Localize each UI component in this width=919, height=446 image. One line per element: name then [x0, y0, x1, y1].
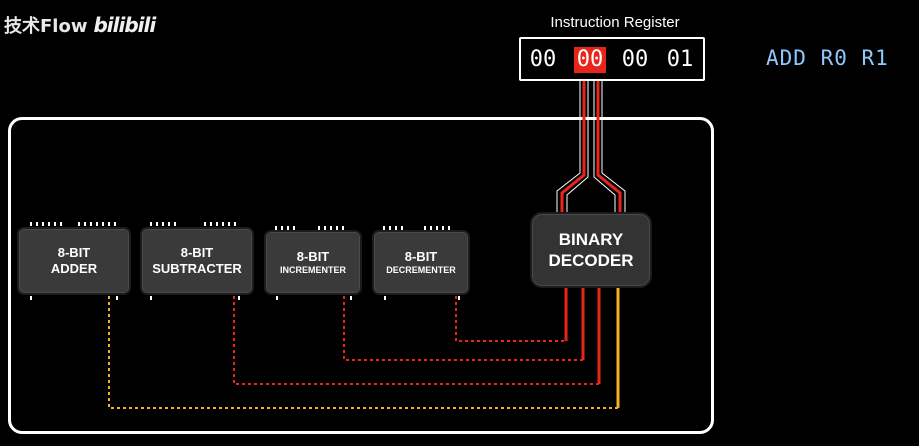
decrementer-label-line1: 8-BIT	[404, 248, 438, 264]
decoder-output-wires	[564, 288, 601, 384]
instruction-register: 00 00 00 01	[519, 37, 705, 81]
ir-byte-1-active: 00	[574, 47, 606, 73]
instruction-register-title: Instruction Register	[550, 14, 680, 31]
adder-select-line	[108, 296, 618, 409]
channel-name: 技术Flow	[4, 16, 88, 37]
incrementer-chip: 8-BIT INCREMENTER	[264, 230, 362, 295]
decrementer-chip: 8-BIT DECREMENTER	[372, 230, 470, 295]
alu-container	[8, 117, 714, 434]
decoder-label-line2: DECODER	[548, 251, 634, 270]
incrementer-select-line	[343, 296, 583, 361]
subtracter-label-line2: SUBTRACTER	[152, 261, 242, 276]
decrementer-label-line2: DECREMENTER	[386, 265, 456, 275]
adder-chip: 8-BIT ADDER	[17, 227, 131, 295]
assembly-instruction: ADD R0 R1	[766, 46, 889, 70]
subtracter-select-line	[233, 296, 599, 385]
incrementer-label-line1: 8-BIT	[296, 248, 330, 264]
subtracter-label-line1: 8-BIT	[180, 244, 214, 260]
channel-watermark: 技术Flow bilibili	[4, 12, 156, 38]
bilibili-logo: bilibili	[93, 13, 156, 37]
chip-pins	[30, 222, 460, 300]
ir-to-decoder-wire-outline	[556, 81, 626, 212]
subtracter-chip: 8-BIT SUBTRACTER	[140, 227, 254, 295]
ir-byte-0: 00	[529, 47, 557, 72]
decoder-label-line1: BINARY	[558, 229, 624, 249]
ir-byte-3: 01	[666, 47, 694, 72]
adder-label-line2: ADDER	[50, 261, 98, 276]
ir-to-decoder-wires	[560, 81, 622, 212]
ir-byte-2: 00	[621, 47, 649, 72]
incrementer-label-line2: INCREMENTER	[279, 265, 346, 275]
binary-decoder-chip: BINARY DECODER	[530, 212, 652, 288]
decrementer-select-line	[455, 296, 566, 342]
adder-label-line1: 8-BIT	[57, 244, 91, 260]
